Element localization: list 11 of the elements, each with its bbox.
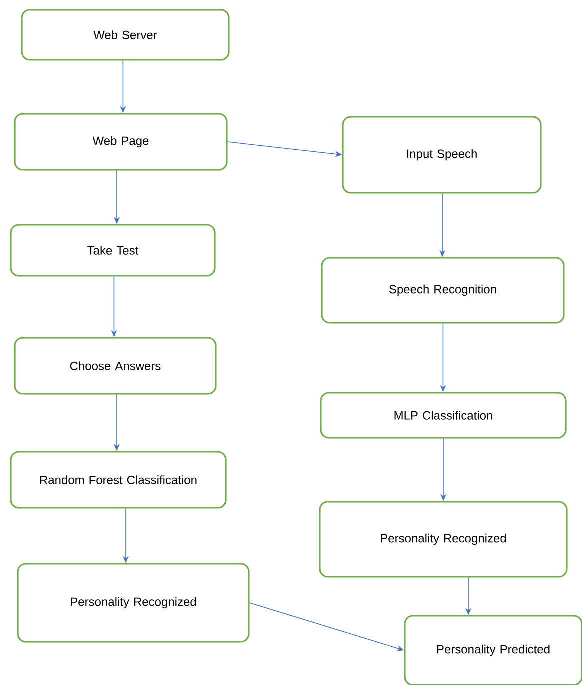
process-box: Input Speech [342, 116, 542, 194]
process-box: Take Test [10, 224, 216, 277]
process-box: Personality Recognized [17, 563, 250, 643]
process-box: Random Forest Classification [10, 451, 227, 509]
process-box: Speech Recognition [321, 257, 565, 324]
process-box: MLP Classification [320, 392, 567, 439]
process-box: Choose Answers [14, 337, 217, 395]
process-box: Web Server [21, 9, 230, 61]
process-box: Personality Predicted [404, 615, 582, 685]
process-box: Web Page [14, 113, 228, 171]
process-box: Personality Recognized [319, 501, 568, 578]
